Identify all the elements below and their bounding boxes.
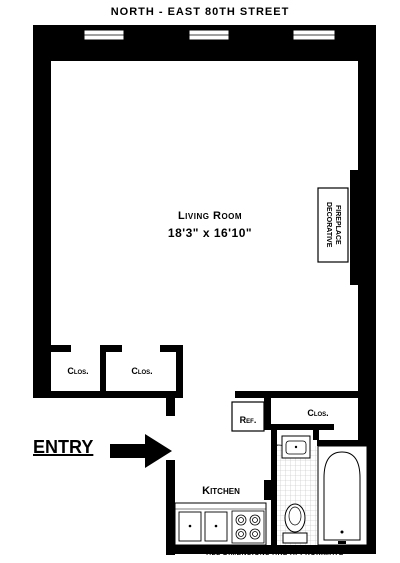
west-wall-lower <box>166 460 175 555</box>
stove-icon <box>231 510 265 544</box>
fireplace-label: DECORATIVE FIREPLACE <box>318 190 348 260</box>
entry-label: ENTRY <box>33 437 94 457</box>
closet-divider <box>100 345 106 398</box>
bathtub-icon <box>317 445 368 546</box>
kitchen-right-jamb <box>264 480 271 500</box>
street-label: NORTH - EAST 80TH STREET <box>110 6 290 18</box>
kitchen-label: Kitchen <box>202 485 240 497</box>
entry-arrow-icon <box>110 434 172 468</box>
closet-bottom-wall <box>33 391 183 398</box>
window-icon <box>83 29 125 46</box>
bath-west-wall <box>271 430 277 554</box>
sink-icon <box>178 511 228 542</box>
ref-nook-wall <box>264 398 271 430</box>
window-icon <box>188 29 230 46</box>
dimensions-disclaimer: ALL DIMENSIONS ARE APPROXIMATE <box>206 550 344 557</box>
entry-wall-upper <box>166 398 175 416</box>
east-wall-lower <box>367 440 376 554</box>
bathroom-sink-icon <box>281 435 311 459</box>
fireplace-chimney-breast <box>350 170 360 285</box>
kitchen-counter <box>174 502 267 546</box>
closet-front-left <box>51 345 71 352</box>
refrigerator-label: Ref. <box>239 415 257 425</box>
decorative-fireplace <box>317 187 349 263</box>
living-room-label: Living Room <box>177 210 243 222</box>
bath-divider <box>313 430 319 440</box>
east-wall <box>358 25 376 440</box>
living-room-dimensions: 18'3" x 16'10" <box>167 226 253 240</box>
closet-label: Clos. <box>307 408 329 418</box>
window-icon <box>292 29 336 46</box>
interior-walls <box>33 345 376 554</box>
closet-label: Clos. <box>131 366 153 376</box>
closet-right-wall <box>176 345 183 398</box>
closet3-bottom-wall <box>264 424 334 430</box>
west-wall <box>33 25 51 398</box>
fireplace-label-line-1: DECORATIVE <box>325 202 332 248</box>
refrigerator-icon <box>231 401 265 432</box>
fireplace-label-line-2: FIREPLACE <box>334 205 341 245</box>
bath-top-wall <box>317 440 376 446</box>
closet-label: Clos. <box>67 366 89 376</box>
kitchen-top-wall <box>235 391 376 398</box>
closet-front-mid <box>100 345 122 352</box>
windows <box>83 29 336 46</box>
closet-front-right <box>160 345 182 352</box>
toilet-icon <box>282 503 308 544</box>
